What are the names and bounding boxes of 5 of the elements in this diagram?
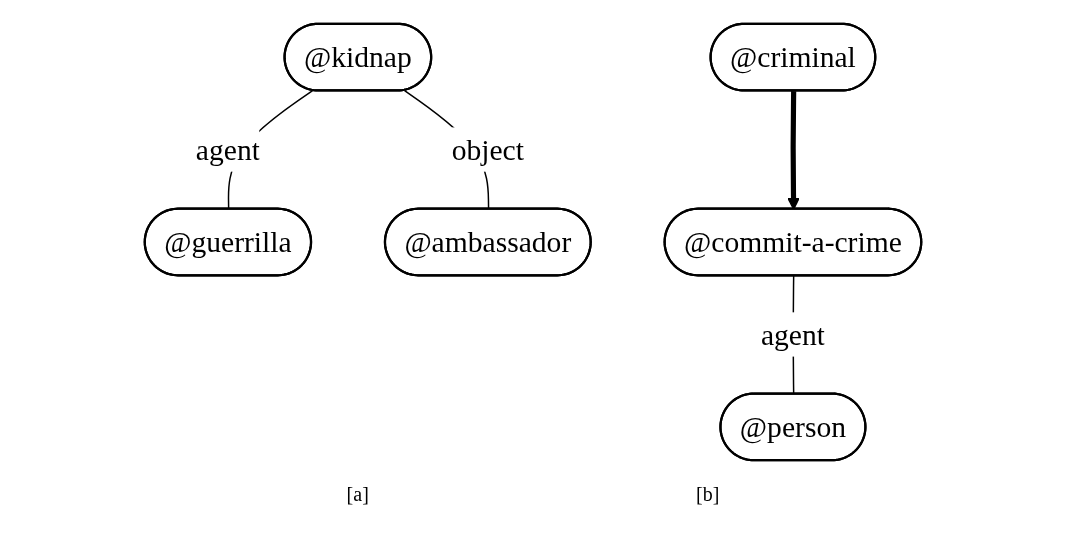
- panel-label: [a]: [346, 483, 369, 507]
- edge-label: agent: [760, 317, 825, 351]
- panel-label: [b]: [696, 483, 720, 507]
- edge-label: agent: [195, 132, 260, 166]
- edge-label: object: [451, 132, 524, 166]
